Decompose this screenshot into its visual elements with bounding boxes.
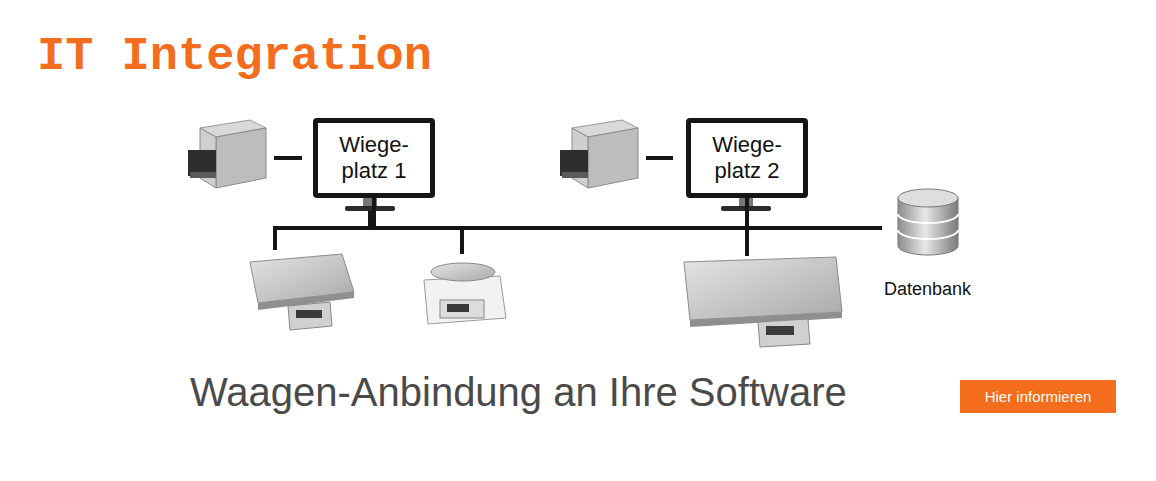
node-label: Wiege- platz 1: [324, 132, 424, 185]
platform-scale: [250, 254, 354, 330]
network-connector: [374, 198, 880, 228]
page-title: IT Integration: [37, 30, 432, 83]
node-label: Hier informieren: [985, 388, 1092, 405]
node-label: Wiege- platz 2: [697, 132, 797, 185]
workstation-screen: Wiege- platz 2: [686, 118, 808, 198]
database-node: Datenbank: [880, 188, 975, 300]
printer-icon: [188, 120, 266, 188]
node-label: Datenbank: [884, 279, 971, 300]
platform-scale: [684, 257, 842, 347]
caption: Waagen-Anbindung an Ihre Software: [190, 370, 847, 415]
precision-scale: [424, 263, 506, 324]
network-connector: [747, 198, 880, 228]
network-bus: [275, 205, 882, 256]
monitor-stand: [345, 197, 771, 211]
printer-icon: [560, 120, 638, 188]
workstation-screen: Wiege- platz 1: [313, 118, 435, 198]
link-button: Hier informieren: [960, 380, 1116, 413]
database-cylinder: [896, 188, 960, 258]
